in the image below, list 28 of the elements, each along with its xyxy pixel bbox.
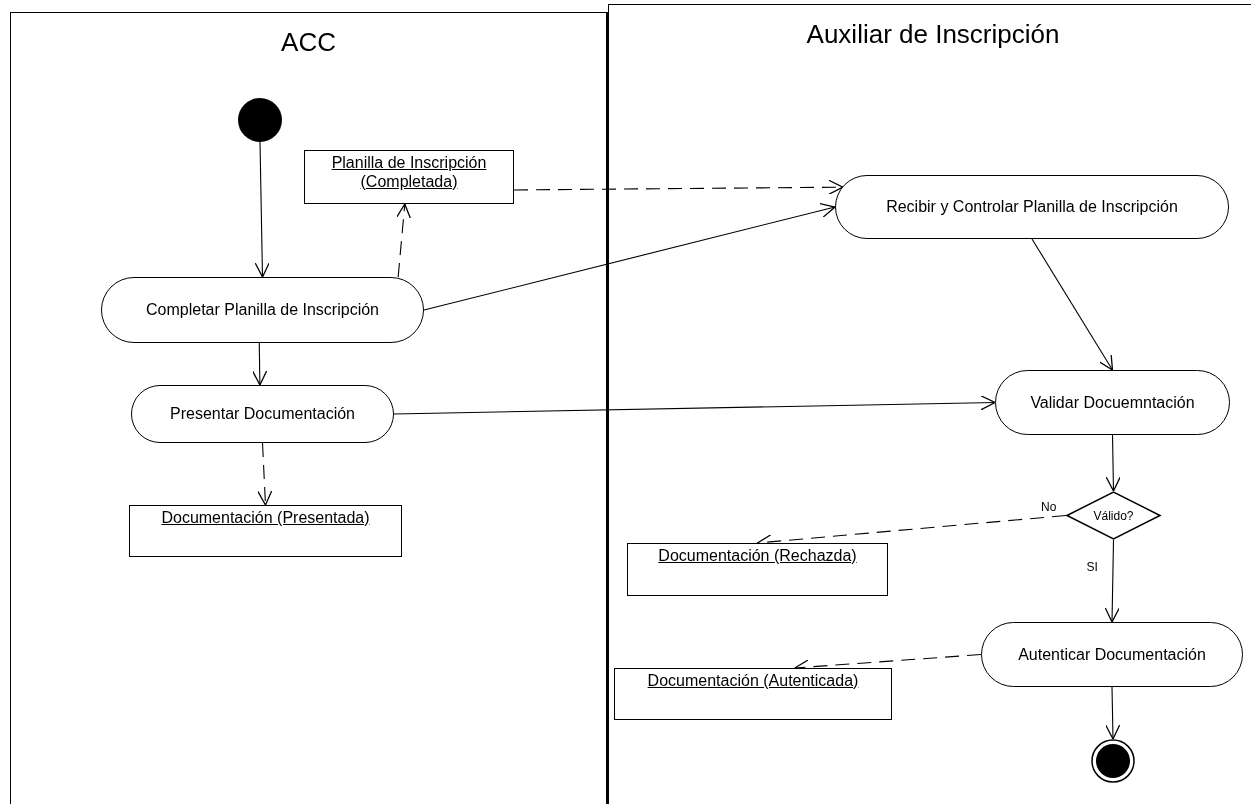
control-flow-arrow: [252, 342, 268, 386]
lane-title: Auxiliar de Inscripción: [805, 19, 1061, 50]
object-node: Documentación (Rechazda): [627, 543, 888, 596]
object-flow-arrow: [513, 179, 844, 195]
object-flow-arrow: [257, 442, 273, 506]
object-node: Planilla de Inscripción (Completada): [304, 150, 514, 204]
action-node: Validar Docuemntación: [995, 370, 1230, 435]
action-node: Autenticar Documentación: [981, 622, 1243, 687]
object-node: Documentación (Presentada): [129, 505, 402, 557]
control-flow-arrow: [254, 141, 270, 278]
decision-diamond: Válido?: [1066, 491, 1161, 540]
control-flow-arrow: [393, 395, 996, 415]
object-node: Documentación (Autenticada): [614, 668, 892, 720]
lane-title: ACC: [280, 27, 337, 58]
edge-label: No: [1040, 499, 1058, 514]
control-flow-arrow: [1104, 539, 1120, 623]
swimlane: [10, 12, 609, 804]
action-node: Completar Planilla de Inscripción: [101, 277, 424, 343]
control-flow-arrow: [1031, 238, 1114, 371]
final-node: [1091, 739, 1135, 783]
control-flow-arrow: [1105, 434, 1121, 492]
edge-label: SI: [1085, 560, 1099, 574]
control-flow-arrow: [423, 202, 836, 311]
action-node: Presentar Documentación: [131, 385, 394, 443]
initial-node: [238, 98, 282, 142]
action-node: Recibir y Controlar Planilla de Inscripción: [835, 175, 1229, 239]
control-flow-arrow: [1105, 686, 1121, 740]
object-flow-arrow: [395, 203, 412, 278]
